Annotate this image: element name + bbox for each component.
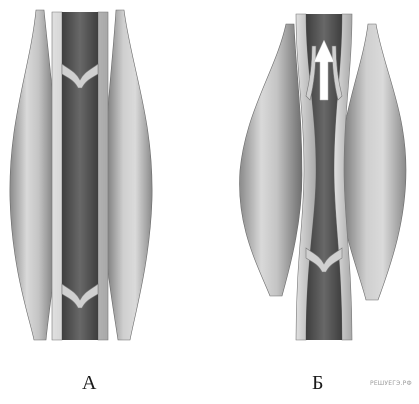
panel-a-label: А — [82, 372, 96, 395]
panel-a — [10, 10, 152, 340]
watermark: РЕШУЕГЭ.РФ — [370, 380, 412, 387]
panel-b-label: Б — [312, 372, 323, 395]
panel-b — [239, 14, 406, 340]
left-muscle-relaxed — [10, 10, 58, 340]
right-muscle-relaxed — [104, 10, 152, 340]
left-muscle-contracted — [239, 24, 302, 296]
